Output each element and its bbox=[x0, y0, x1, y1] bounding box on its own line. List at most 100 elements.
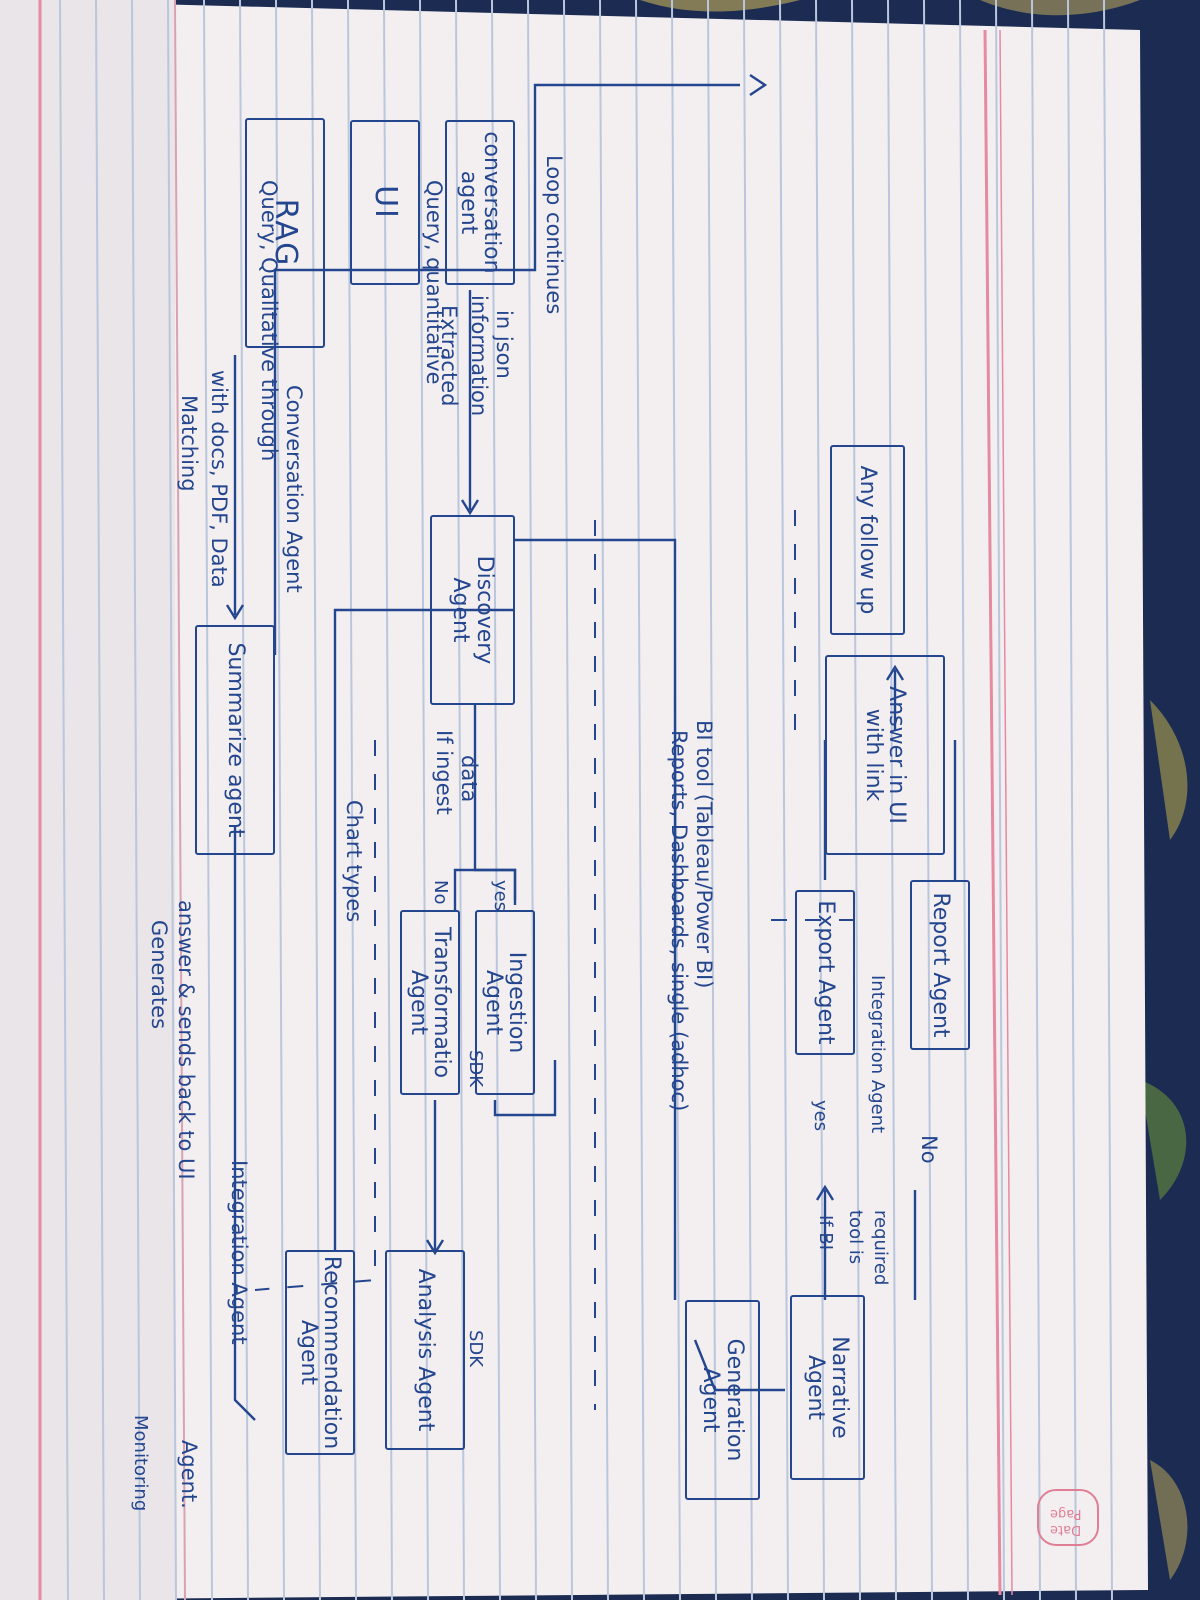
sdk-label-2: SDK bbox=[465, 1330, 486, 1368]
if-bi-label: If BI bbox=[815, 1215, 836, 1251]
agent-dot-label: Agent. bbox=[177, 1440, 201, 1509]
ruled-line bbox=[1067, 0, 1077, 1600]
ruled-line bbox=[1103, 0, 1113, 1600]
ingestion-agent-label: Ingestion Agent bbox=[481, 951, 530, 1054]
data-label: data bbox=[457, 755, 481, 803]
summarize-agent-label: Summarize agent bbox=[222, 642, 248, 838]
architecture-diagram: RAG UI conversation agent Summarize agen… bbox=[75, 40, 1155, 1520]
conversation-agent-box: conversation agent bbox=[445, 120, 515, 285]
ruled-line bbox=[131, 0, 141, 1600]
no-label-2: No bbox=[917, 1135, 941, 1164]
integration-agent-mid-label: Integration Agent bbox=[867, 975, 888, 1134]
ruled-line bbox=[1031, 0, 1041, 1600]
ruled-line bbox=[347, 0, 357, 1600]
ruled-line bbox=[887, 0, 897, 1600]
answer-to-followup-head bbox=[885, 664, 905, 681]
ruled-line bbox=[59, 0, 69, 1600]
ruled-line bbox=[995, 0, 1005, 1600]
conversation-agent-line-label: Conversation Agent bbox=[282, 385, 306, 593]
recommendation-agent-label: Recommendation Agent bbox=[296, 1255, 345, 1450]
ruled-line bbox=[563, 0, 573, 1600]
ui-to-discovery-head bbox=[460, 499, 480, 516]
in-json-label: in json bbox=[492, 310, 516, 379]
loop-continues-label: Loop continues bbox=[542, 155, 566, 315]
yes-label-2: yes bbox=[810, 1100, 831, 1132]
ingestion-to-transform-arrow bbox=[493, 1060, 557, 1117]
ruled-line bbox=[203, 0, 213, 1600]
ruled-line bbox=[959, 0, 969, 1600]
answer-box: Answer in UI with link bbox=[825, 655, 945, 855]
query-qualitative-label: Query, Qualitative through bbox=[257, 180, 281, 462]
conversation-agent-label: conversation agent bbox=[456, 131, 505, 274]
ruled-line bbox=[419, 0, 429, 1600]
ruled-line bbox=[815, 0, 825, 1600]
margin-line-fold bbox=[174, 0, 186, 1600]
ruled-line bbox=[455, 0, 465, 1600]
margin-line-right2 bbox=[999, 29, 1013, 1596]
with-docs-label: with docs, PDF, Data bbox=[207, 370, 231, 588]
ruled-line bbox=[491, 0, 501, 1600]
ruled-line bbox=[383, 0, 393, 1600]
dashed-integration-line bbox=[254, 740, 376, 1291]
ruled-line bbox=[599, 0, 609, 1600]
analysis-agent-label: Analysis Agent bbox=[412, 1268, 438, 1432]
loop-arrow bbox=[273, 83, 740, 655]
integration-agent-top-label: Integration Agent bbox=[227, 1160, 251, 1345]
report-agent-label: Report Agent bbox=[927, 892, 953, 1038]
ui-label: UI bbox=[367, 185, 403, 220]
narrative-agent-label: Narrative Agent bbox=[803, 1336, 852, 1439]
ruled-line bbox=[527, 0, 537, 1600]
summarize-to-monitoring-arrow bbox=[233, 825, 256, 1421]
export-agent-label: Export Agent bbox=[812, 900, 838, 1045]
narrative-agent-box: Narrative Agent bbox=[790, 1295, 865, 1480]
analysis-agent-box: Analysis Agent bbox=[385, 1250, 465, 1450]
chart-types-label: Chart types bbox=[342, 800, 366, 923]
ruled-line bbox=[275, 0, 285, 1600]
reports-dashboards-label: Reports, Dashboards, single (adhoc) bbox=[667, 730, 691, 1112]
summarize-agent-box: Summarize agent bbox=[195, 625, 275, 855]
discovery-agent-box: Discovery Agent bbox=[430, 515, 515, 705]
extracted-label: Extracted bbox=[437, 305, 461, 407]
if-ingest-label: If ingest bbox=[432, 730, 456, 815]
monitoring-label: Monitoring bbox=[130, 1415, 151, 1512]
generation-agent-label: Generation Agent bbox=[698, 1338, 747, 1462]
sdk-label-1: SDK bbox=[465, 1050, 486, 1088]
ruled-line bbox=[311, 0, 321, 1600]
ruled-line bbox=[635, 0, 645, 1600]
generation-to-narrative-arrow bbox=[693, 1339, 785, 1392]
answer-sends-label: answer & sends back to UI bbox=[174, 900, 198, 1180]
page-date-stamp: Page Date bbox=[1028, 1470, 1118, 1560]
ruled-line bbox=[923, 0, 933, 1600]
rag-to-summarize-head bbox=[225, 604, 245, 621]
yes-label-1: yes bbox=[490, 880, 511, 912]
generates-label: Generates bbox=[147, 920, 171, 1030]
information-label: information bbox=[467, 295, 491, 417]
discovery-to-recommend-arrow bbox=[333, 608, 515, 1250]
loop-arrowhead bbox=[749, 74, 768, 96]
report-agent-box: Report Agent bbox=[910, 880, 970, 1050]
ruled-line bbox=[95, 0, 105, 1600]
transformation-agent-box: Transformatio Agent bbox=[400, 910, 460, 1095]
tool-is-label: tool is bbox=[845, 1210, 866, 1265]
margin-line-right bbox=[983, 29, 1002, 1596]
narrative-to-export-head bbox=[815, 1184, 835, 1201]
decision-no-arrow bbox=[453, 868, 475, 910]
ruled-line bbox=[167, 0, 177, 1600]
required-label: required bbox=[870, 1210, 891, 1286]
ruled-line bbox=[851, 0, 861, 1600]
transformation-agent-label: Transformatio Agent bbox=[406, 926, 455, 1079]
ruled-line bbox=[743, 0, 753, 1600]
ruled-line bbox=[779, 0, 789, 1600]
diagram-connectors bbox=[225, 74, 957, 1421]
ruled-line bbox=[239, 0, 249, 1600]
generation-agent-box: Generation Agent bbox=[685, 1300, 760, 1500]
ruled-line bbox=[707, 0, 717, 1600]
matching-label: Matching bbox=[177, 395, 201, 492]
recommendation-agent-box: Recommendation Agent bbox=[285, 1250, 355, 1455]
no-label-1: No bbox=[430, 880, 451, 905]
followup-label: Any follow up bbox=[855, 465, 881, 615]
stamp-date-label: Date bbox=[1050, 1522, 1082, 1537]
discovery-to-generation-arrow bbox=[515, 538, 677, 1300]
followup-box: Any follow up bbox=[830, 445, 905, 635]
